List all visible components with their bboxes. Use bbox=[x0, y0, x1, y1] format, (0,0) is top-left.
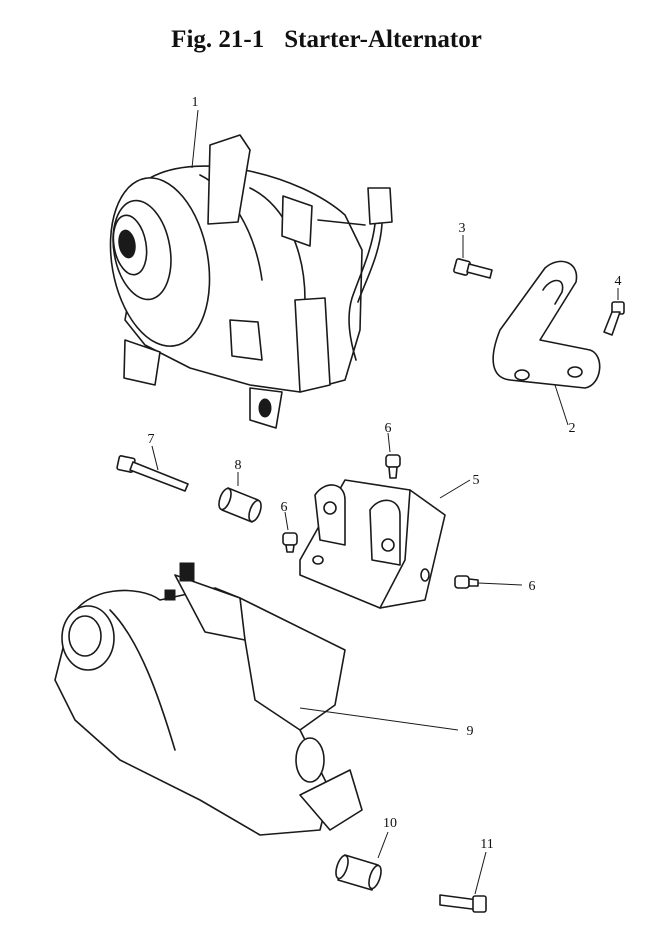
callout-2: 2 bbox=[569, 421, 576, 436]
bolt-part-3 bbox=[453, 235, 493, 279]
callout-11: 11 bbox=[480, 837, 493, 852]
mounting-bracket-part bbox=[299, 479, 471, 609]
bolt-part-11 bbox=[439, 851, 487, 913]
figure-caption: Starter-Alternator bbox=[284, 26, 482, 53]
figure-title: Fig. 21-1 Starter-Alternator bbox=[0, 26, 653, 54]
callout-9: 9 bbox=[467, 724, 474, 739]
callout-4: 4 bbox=[615, 274, 622, 289]
bolt-part-4 bbox=[603, 288, 625, 336]
callout-10: 10 bbox=[383, 816, 397, 831]
callout-3: 3 bbox=[459, 221, 466, 236]
callout-6c: 6 bbox=[529, 579, 536, 594]
sleeve-part-8 bbox=[218, 472, 262, 523]
callout-6b: 6 bbox=[281, 500, 288, 515]
nut-part-6c bbox=[454, 575, 523, 589]
nut-part-6b bbox=[282, 511, 298, 553]
callout-5: 5 bbox=[473, 473, 480, 488]
long-bolt-part-7 bbox=[116, 445, 189, 492]
callout-6a: 6 bbox=[385, 421, 392, 436]
bracket-part bbox=[492, 260, 601, 426]
nut-part-6a bbox=[385, 432, 401, 479]
alternator-part bbox=[109, 109, 393, 429]
figure-number: Fig. 21-1 bbox=[171, 26, 265, 53]
callout-1: 1 bbox=[192, 95, 199, 110]
callout-7: 7 bbox=[148, 432, 155, 447]
starter-motor-part bbox=[54, 562, 459, 836]
callout-8: 8 bbox=[235, 458, 242, 473]
sleeve-part-10 bbox=[335, 831, 389, 891]
